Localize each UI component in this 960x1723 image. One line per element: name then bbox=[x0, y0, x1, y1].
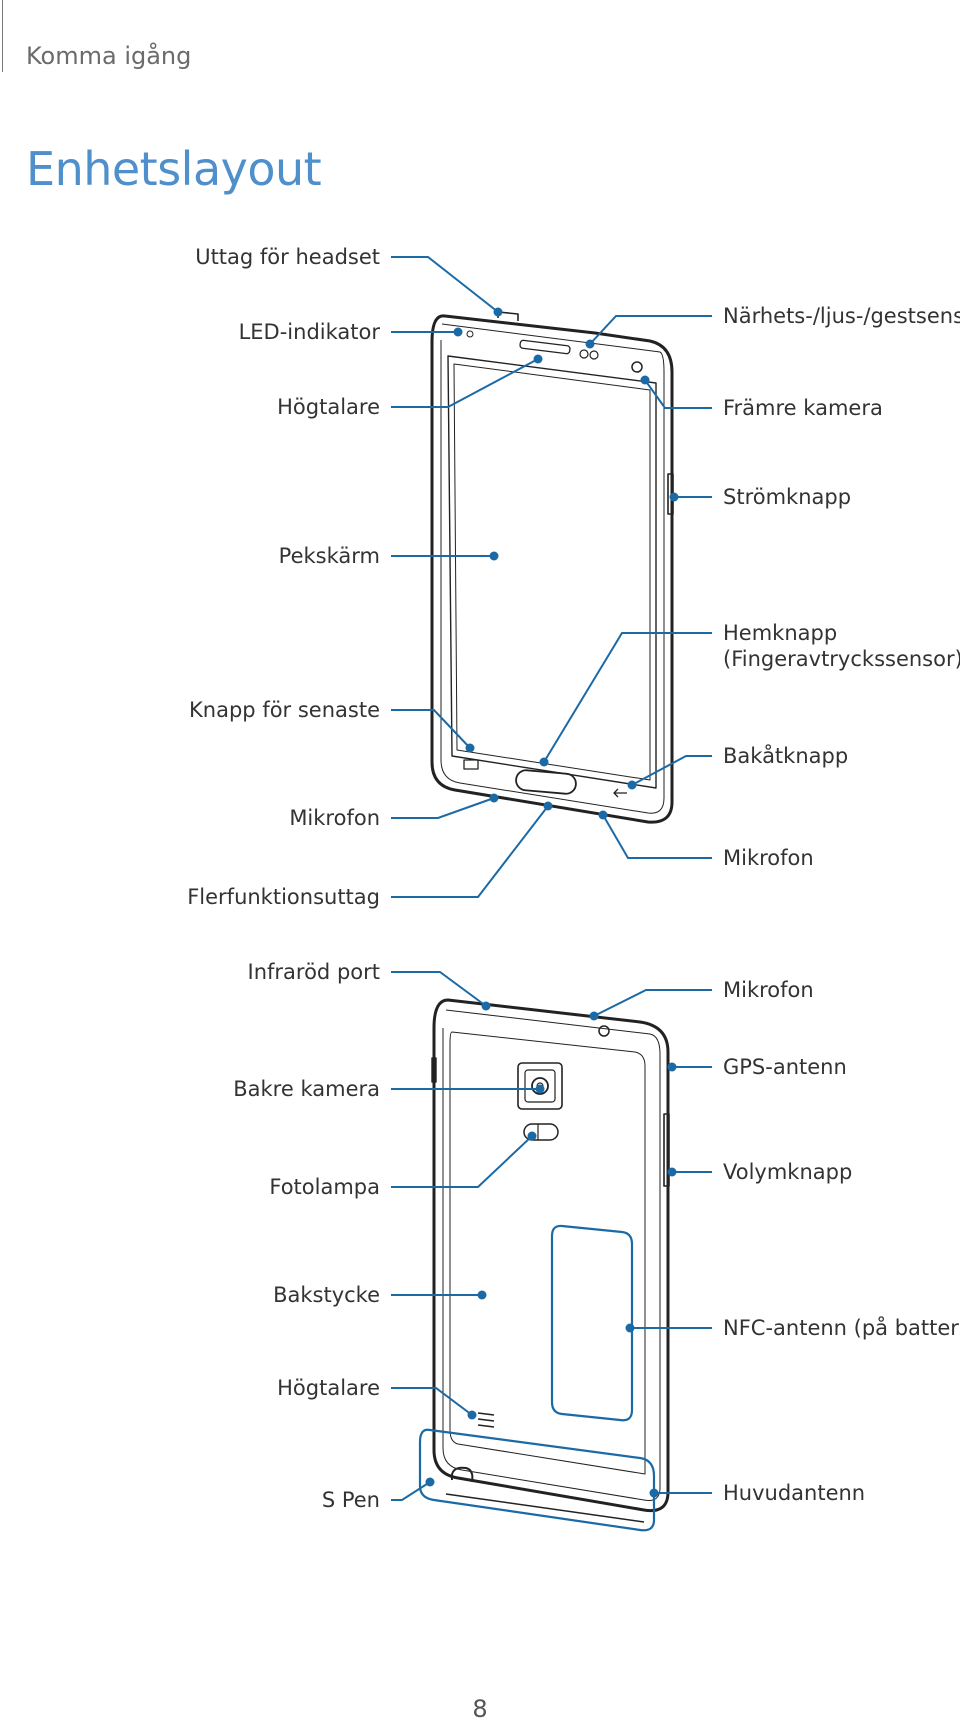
label-main-antenna: Huvudantenn bbox=[723, 1481, 866, 1505]
label-volume-button: Volymknapp bbox=[723, 1160, 853, 1184]
label-infrared-port: Infraröd port bbox=[247, 960, 380, 984]
header-rule bbox=[2, 0, 3, 72]
label-home-button: Hemknapp bbox=[723, 621, 838, 645]
label-multipurpose-jack: Flerfunktionsuttag bbox=[187, 885, 380, 909]
label-proximity-sensor: Närhets-/ljus-/gestsensor bbox=[723, 304, 960, 328]
label-headset-jack: Uttag för headset bbox=[195, 245, 380, 269]
label-back-cover: Bakstycke bbox=[273, 1283, 380, 1307]
label-gps-antenna: GPS-antenn bbox=[723, 1055, 847, 1079]
label-recent-apps-button: Knapp för senaste bbox=[189, 698, 380, 722]
label-speaker-back: Högtalare bbox=[277, 1376, 380, 1400]
label-led-indicator: LED-indikator bbox=[238, 320, 380, 344]
label-s-pen: S Pen bbox=[321, 1488, 380, 1512]
label-microphone-back: Mikrofon bbox=[723, 978, 814, 1002]
section-header: Komma igång bbox=[26, 42, 192, 70]
front-callouts bbox=[391, 256, 712, 898]
label-nfc-antenna: NFC-antenn (på batteriet) bbox=[723, 1316, 960, 1340]
front-device-drawing bbox=[430, 311, 674, 824]
back-callouts bbox=[391, 971, 712, 1501]
label-microphone-front-left: Mikrofon bbox=[289, 806, 380, 830]
front-callout-dots bbox=[453, 307, 679, 820]
label-front-camera: Främre kamera bbox=[723, 396, 883, 420]
label-flash: Fotolampa bbox=[269, 1175, 380, 1199]
back-device-drawing bbox=[431, 998, 670, 1523]
label-microphone-front-right: Mikrofon bbox=[723, 846, 814, 870]
back-callout-dots bbox=[425, 1001, 677, 1498]
label-speaker: Högtalare bbox=[277, 395, 380, 419]
label-fingerprint-sensor: (Fingeravtryckssensor) bbox=[723, 647, 960, 671]
page-title: Enhetslayout bbox=[26, 142, 322, 196]
label-touchscreen: Pekskärm bbox=[278, 544, 380, 568]
back-annotation-outlines bbox=[418, 1224, 656, 1532]
page-number: 8 bbox=[472, 1695, 488, 1723]
label-rear-camera: Bakre kamera bbox=[233, 1077, 380, 1101]
label-power-button: Strömknapp bbox=[723, 485, 852, 509]
label-back-button: Bakåtknapp bbox=[723, 744, 849, 768]
